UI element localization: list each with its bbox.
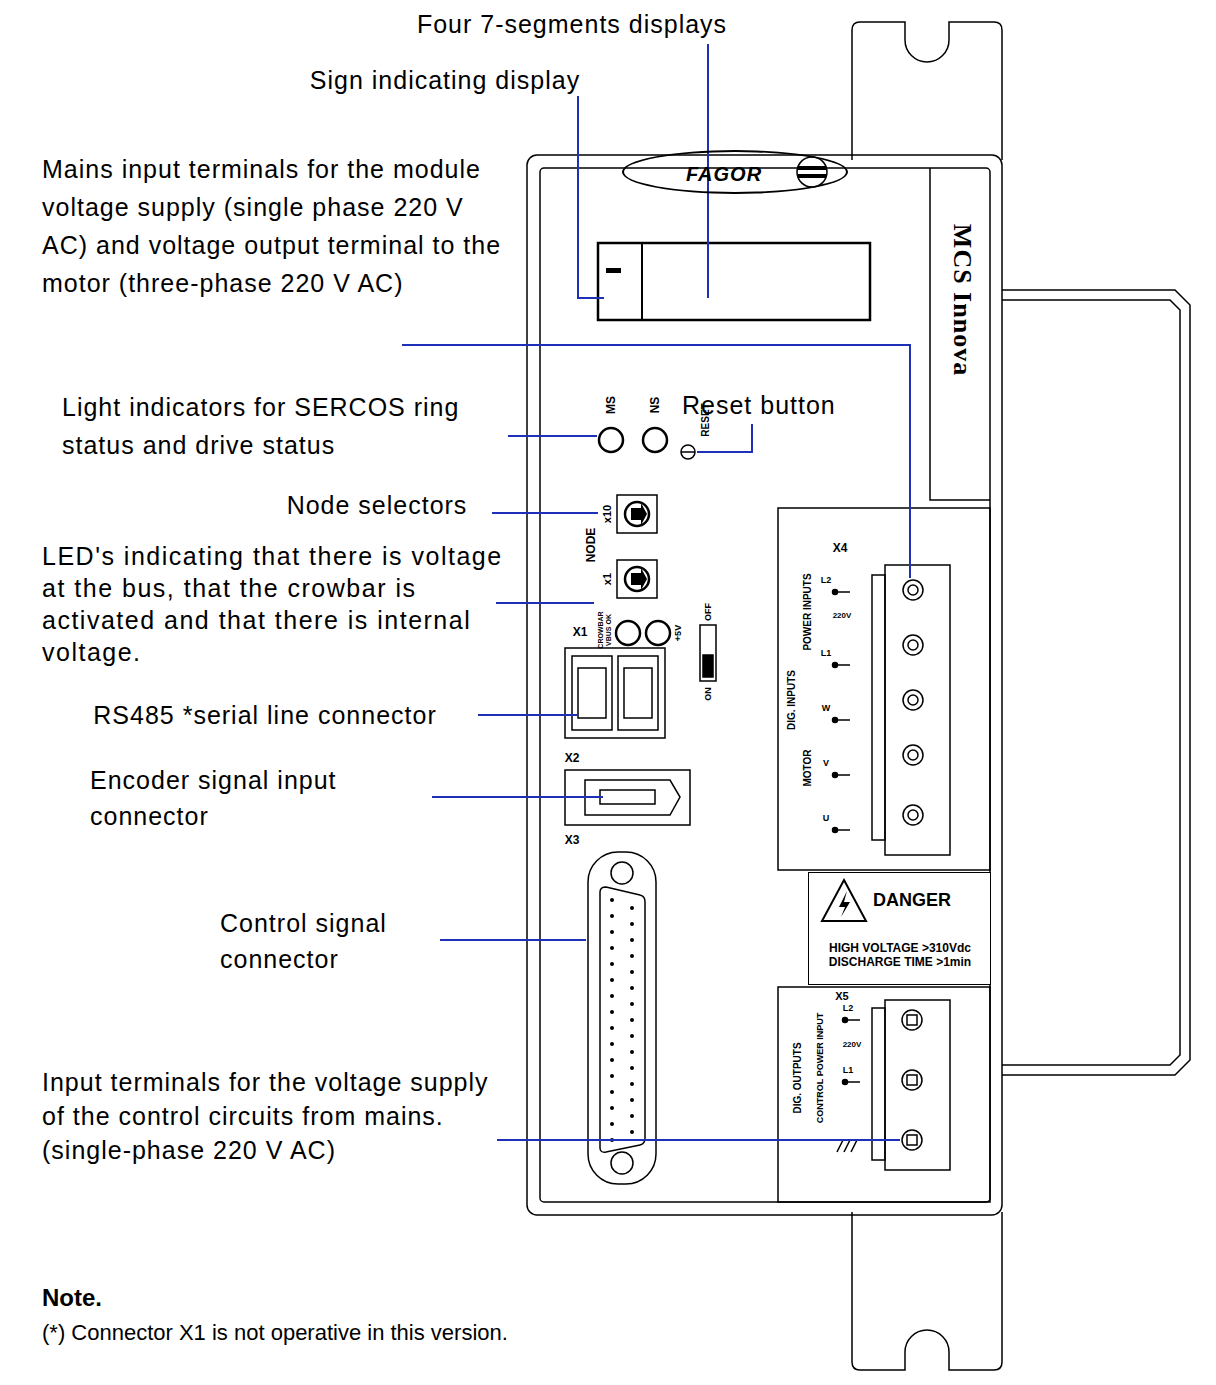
panel-marking: V bbox=[823, 759, 829, 768]
panel-marking: NS bbox=[649, 397, 661, 414]
panel-marking: MCS Innova bbox=[949, 224, 975, 376]
panel-marking: 220V bbox=[843, 1041, 862, 1049]
panel-marking: CROWBAR bbox=[597, 611, 604, 648]
brand-name: FAGOR bbox=[686, 163, 762, 186]
callout-label: Reset button bbox=[682, 388, 882, 422]
panel-marking: 220V bbox=[833, 612, 852, 620]
panel-marking: OFF bbox=[704, 603, 713, 621]
callout-label: Sign indicating display bbox=[310, 68, 580, 93]
callout-label: Mains input terminals for the module vol… bbox=[42, 150, 502, 302]
panel-marking: NODE bbox=[585, 528, 597, 563]
callout-label: RS485 *serial line connector bbox=[93, 703, 436, 728]
warning-triangle bbox=[819, 877, 869, 925]
panel-marking: X2 bbox=[565, 752, 580, 764]
panel-marking: x1 bbox=[602, 573, 613, 585]
warning-text: HIGH VOLTAGE >310Vdc DISCHARGE TIME >1mi… bbox=[815, 941, 985, 969]
warning-panel: DANGER HIGH VOLTAGE >310Vdc DISCHARGE TIM… bbox=[808, 872, 991, 985]
panel-marking: L2 bbox=[821, 576, 832, 585]
panel-marking: L1 bbox=[843, 1066, 854, 1075]
panel-marking: POWER INPUTS bbox=[803, 573, 813, 650]
panel-marking: MS bbox=[605, 396, 617, 414]
panel-marking: DIG. OUTPUTS bbox=[793, 1042, 803, 1113]
panel-marking: L1 bbox=[821, 649, 832, 658]
panel-marking: W bbox=[822, 704, 831, 713]
panel-marking: L2 bbox=[843, 1004, 854, 1013]
panel-marking: MOTOR bbox=[803, 749, 813, 786]
callout-label: Node selectors bbox=[287, 493, 468, 518]
callout-label: Four 7-segments displays bbox=[417, 12, 727, 37]
callout-label: Input terminals for the voltage supply o… bbox=[42, 1065, 490, 1167]
panel-marking: X4 bbox=[833, 542, 848, 554]
panel-marking: U bbox=[823, 814, 830, 823]
panel-marking: X1 bbox=[573, 626, 588, 638]
panel-marking: ON bbox=[704, 687, 713, 701]
note-heading: Note. bbox=[42, 1283, 242, 1313]
panel-marking: VBUS OK bbox=[605, 614, 612, 646]
panel-marking: X3 bbox=[565, 834, 580, 846]
warning-heading: DANGER bbox=[873, 890, 951, 911]
logo-oval: FAGOR bbox=[622, 150, 848, 194]
callout-label: Control signal connector bbox=[220, 905, 435, 977]
panel-marking: x10 bbox=[602, 505, 613, 523]
panel-marking: X5 bbox=[835, 991, 848, 1002]
panel-marking: DIG. INPUTS bbox=[787, 670, 797, 730]
panel-marking: CONTROL POWER INPUT bbox=[816, 1013, 825, 1123]
panel-marking: +5V bbox=[674, 625, 683, 641]
panel-marking: RESET bbox=[701, 403, 711, 436]
callout-label: Encoder signal input connector bbox=[90, 762, 420, 834]
callout-label: Light indicators for SERCOS ring status … bbox=[62, 388, 502, 464]
callout-label: LED's indicating that there is voltage a… bbox=[42, 540, 504, 668]
note-text: (*) Connector X1 is not operative in thi… bbox=[42, 1318, 742, 1348]
